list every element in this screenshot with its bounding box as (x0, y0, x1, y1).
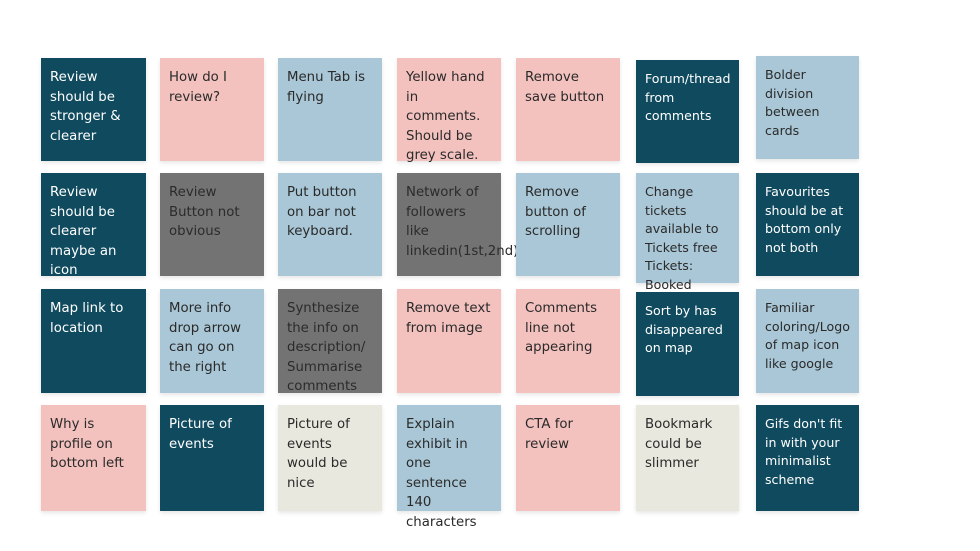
sticky-note[interactable]: Why is profile on bottom left (41, 405, 146, 511)
sticky-note[interactable]: Familiar coloring/Logo of map icon like … (756, 289, 859, 393)
sticky-note[interactable]: Comments line not appearing (516, 289, 620, 393)
sticky-note[interactable]: Map link to location (41, 289, 146, 393)
sticky-note[interactable]: Picture of events would be nice (278, 405, 382, 511)
sticky-note[interactable]: Network of followers like linkedin(1st,2… (397, 173, 518, 276)
sticky-note[interactable]: Remove save button (516, 58, 620, 161)
sticky-note[interactable]: Forum/thread from comments (636, 60, 739, 163)
sticky-note[interactable]: Review should be clearer maybe an icon (41, 173, 146, 278)
sticky-note[interactable]: Review should be stronger & clearer (41, 58, 146, 161)
sticky-note[interactable]: Bolder division between cards (756, 56, 859, 159)
sticky-note[interactable]: Gifs don't fit in with your minimalist s… (756, 405, 859, 511)
sticky-note[interactable]: Put button on bar not keyboard. (278, 173, 382, 276)
sticky-note[interactable]: Change tickets available to Tickets free… (636, 173, 739, 292)
sticky-note[interactable]: CTA for review (516, 405, 620, 511)
sticky-note[interactable]: Review Button not obvious (160, 173, 264, 276)
sticky-note[interactable]: Menu Tab is flying (278, 58, 382, 161)
sticky-note[interactable]: Remove text from image (397, 289, 501, 393)
sticky-note[interactable]: Picture of events (160, 405, 264, 511)
sticky-note[interactable]: Remove button of scrolling (516, 173, 620, 276)
sticky-note[interactable]: More info drop arrow can go on the right (160, 289, 264, 393)
sticky-note[interactable]: Bookmark could be slimmer (636, 405, 739, 511)
sticky-note[interactable]: Sort by has disappeared on map (636, 292, 739, 396)
sticky-note[interactable]: Yellow hand in comments. Should be grey … (397, 58, 501, 163)
sticky-note[interactable]: How do I review? (160, 58, 264, 161)
sticky-note[interactable]: Synthesize the info on description/ Summ… (278, 289, 382, 394)
sticky-note[interactable]: Favourites should be at bottom only not … (756, 173, 859, 276)
sticky-note[interactable]: Explain exhibit in one sentence 140 char… (397, 405, 501, 530)
